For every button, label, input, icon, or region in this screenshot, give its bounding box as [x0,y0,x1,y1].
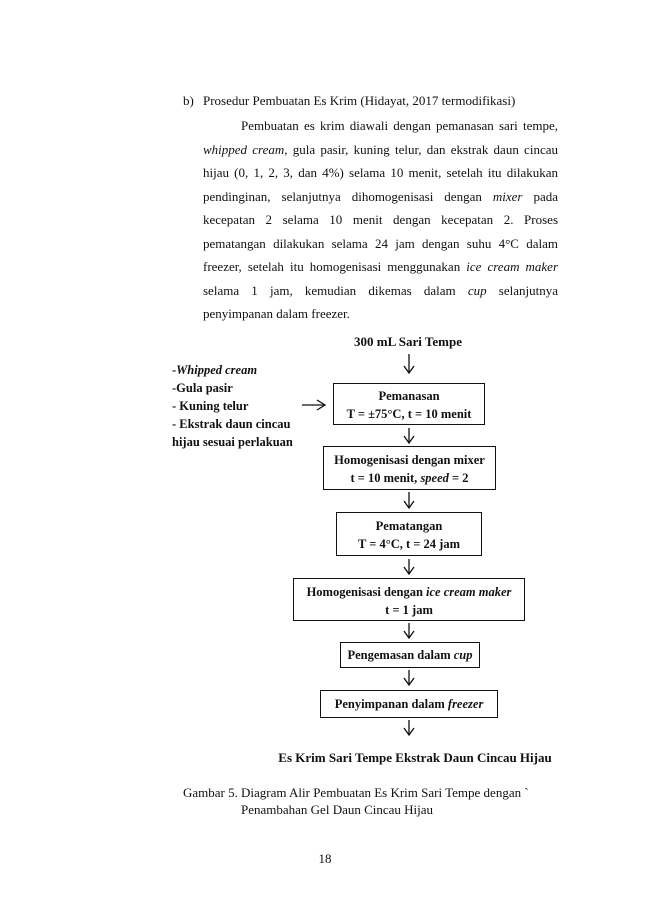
paragraph-text: pada kecepatan 2 selama 10 menit dengan … [203,188,558,275]
step-text: T = 4°C, t = 24 jam [358,537,460,551]
figure-caption: Gambar 5.Diagram Alir Pembuatan Es Krim … [183,784,529,818]
step-text: T = ±75°C, t = 10 menit [346,407,472,421]
italic-term: cup [467,282,487,298]
caption-label: Gambar 5. [183,785,238,800]
step-parameters: t = 1 jam [294,601,524,619]
step-text: Pemanasan [378,389,440,403]
step-italic-term: cup [453,648,473,662]
ingredient-text: Gula pasir [176,381,233,395]
step-pemanasan-box: Pemanasan T = ±75°C, t = 10 menit [333,383,485,425]
italic-term: mixer [492,188,523,204]
flowchart-result: Es Krim Sari Tempe Ekstrak Daun Cincau H… [278,750,552,765]
ingredient-item: -Gula pasir [172,379,293,397]
ingredient-text: hijau sesuai perlakuan [172,435,293,449]
ingredient-text: Whipped cream [176,363,258,377]
list-marker: b) [183,93,194,108]
step-label: Homogenisasi dengan mixer [324,451,495,469]
step-text: Penyimpanan dalam [334,697,448,711]
step-label: Homogenisasi dengan ice cream maker [294,583,524,601]
step-text: = 2 [448,471,469,485]
caption-line-1: Diagram Alir Pembuatan Es Krim Sari Temp… [241,785,529,800]
step-parameters: T = 4°C, t = 24 jam [337,535,481,553]
ingredient-bullet: - [172,363,177,377]
step-pematangan-box: Pematangan T = 4°C, t = 24 jam [336,512,482,556]
paragraph-text: , gula pasir, kuning telur, dan ekstrak … [203,141,558,204]
ingredient-text: Kuning telur [179,399,249,413]
step-homogenisasi-mixer-box: Homogenisasi dengan mixer t = 10 menit, s… [323,446,496,490]
ingredient-text: Ekstrak daun cincau [179,417,291,431]
step-text: Homogenisasi dengan mixer [334,453,485,467]
step-text: Homogenisasi dengan [306,585,427,599]
section-heading: b) Prosedur Pembuatan Es Krim (Hidayat, 2… [183,93,515,109]
step-label: Penyimpanan dalam freezer [321,695,497,713]
flowchart-title: 300 mL Sari Tempe [354,334,462,349]
step-label: Pemanasan [334,387,484,405]
step-label: Pengemasan dalam cup [341,646,479,664]
ingredient-item: - Ekstrak daun cincau [172,415,293,433]
step-parameters: t = 10 menit, speed = 2 [324,469,495,487]
italic-term: ice cream maker [466,259,558,274]
ingredient-list: -Whipped cream-Gula pasir- Kuning telur-… [172,361,293,451]
paragraph-text: selanjutnya penyimpanan dalam freezer. [203,282,558,322]
step-text: t = 1 jam [385,603,433,617]
step-text: Pematangan [375,519,443,533]
ingredient-item: hijau sesuai perlakuan [172,433,293,451]
heading-text: Prosedur Pembuatan Es Krim (Hidayat, 201… [203,93,516,108]
step-italic-term: speed [420,471,449,485]
step-pengemasan-box: Pengemasan dalam cup [340,642,480,668]
paragraph-text: Pembuatan es krim diawali dengan pemanas… [241,118,558,133]
step-label: Pematangan [337,517,481,535]
ingredient-bullet: - [172,417,180,431]
body-paragraph: Pembuatan es krim diawali dengan pemanas… [203,114,558,326]
page-number: 18 [318,851,332,866]
ingredient-bullet: - [172,399,180,413]
step-italic-term: freezer [447,697,484,711]
ingredient-bullet: - [172,381,177,395]
italic-term: whipped cream [203,141,285,157]
step-italic-term: ice cream maker [426,585,512,599]
step-penyimpanan-box: Penyimpanan dalam freezer [320,690,498,718]
ingredient-item: - Kuning telur [172,397,293,415]
step-parameters: T = ±75°C, t = 10 menit [334,405,484,423]
step-text: Pengemasan dalam [347,648,454,662]
ingredient-item: -Whipped cream [172,361,293,379]
caption-line-2: Penambahan Gel Daun Cincau Hijau [241,802,434,817]
paragraph-text: selama 1 jam, kemudian dikemas dalam [203,282,468,298]
step-text: t = 10 menit, [350,471,421,485]
step-homogenisasi-icecream-box: Homogenisasi dengan ice cream maker t = 1… [293,578,525,621]
